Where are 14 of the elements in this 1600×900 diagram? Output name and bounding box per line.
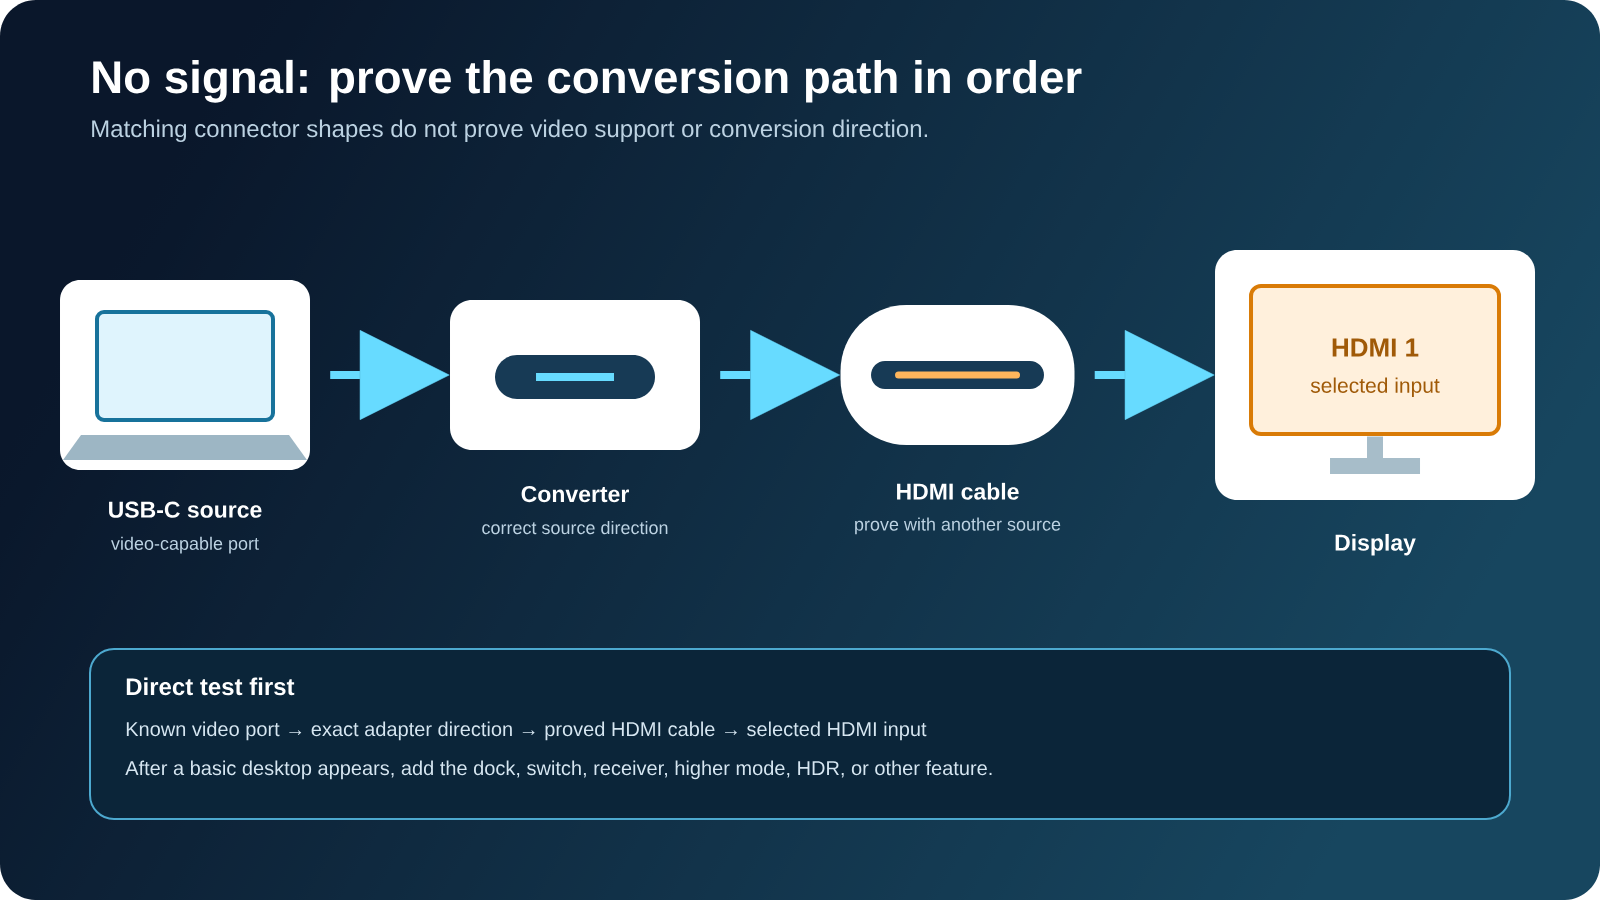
note-text: After a basic desktop appears, add the dock, switch, receiver, higher mode, HDR, or other feature. <box>125 760 992 780</box>
screen-caption: selected input <box>1310 377 1440 398</box>
card-title: Converter <box>521 485 629 503</box>
card-caption: video-capable port <box>111 536 259 554</box>
screen-label: HDMI 1 <box>1332 338 1419 357</box>
card-title: HDMI cable <box>897 482 1019 500</box>
card-caption: prove with another source <box>855 517 1061 535</box>
note-text: Known video port → exact adapter direction → proved HDMI cable → selected HDMI input <box>126 721 927 741</box>
subtitle: Matching connector shapes do not prove video support or conversion direction. <box>92 119 927 142</box>
card-title: USB-C source <box>109 501 262 518</box>
title: No signal: prove the conversion path in order <box>93 59 1082 103</box>
note-heading: Direct test first <box>126 677 295 696</box>
card-caption: correct source direction <box>482 520 668 535</box>
card-title: Display <box>1335 533 1416 556</box>
